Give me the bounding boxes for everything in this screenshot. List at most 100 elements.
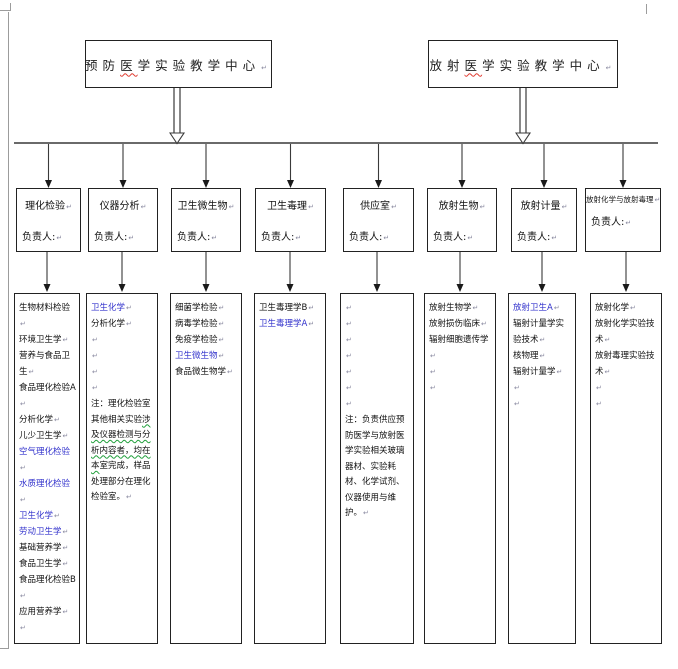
note-text: 注：理化检验室其他相关实验涉及仪器检测与分析内容者，均在本室完成，样品处理部分在… (91, 397, 154, 506)
paragraph-mark: ↵ (62, 336, 69, 344)
paragraph-mark: ↵ (553, 304, 560, 312)
paragraph-mark: ↵ (514, 384, 520, 392)
course-item-text: 食品微生物学 (175, 367, 227, 377)
paragraph-mark: ↵ (308, 304, 315, 312)
dept-box-4: 卫生毒理↵ 负责人:↵ (255, 188, 326, 252)
course-item: 生物材料检验↵ (19, 300, 76, 332)
paragraph-mark: ↵ (62, 432, 69, 440)
paragraph-mark: ↵ (391, 203, 397, 211)
manager-text: 负责人: (433, 232, 467, 243)
course-item: ↵ (91, 332, 154, 348)
dept-title-text: 供应室 (360, 201, 391, 212)
paragraph-mark: ↵ (605, 63, 617, 72)
dept-title: 理化检验↵ (17, 197, 80, 212)
course-item: 食品理化检验A↵ (19, 380, 76, 412)
paragraph-mark: ↵ (228, 203, 235, 211)
dept-title: 卫生毒理↵ (256, 197, 325, 212)
course-item-text: 放射化学 (595, 303, 630, 313)
course-item-text: 细菌学检验 (175, 303, 218, 313)
manager-text: 负责人: (22, 232, 56, 243)
org-box-title: 预防医学实验教学中心↵ (85, 57, 272, 73)
dept-box-2: 仪器分析↵负责人:↵ (88, 188, 158, 252)
manager-label: 负责人:↵ (94, 228, 134, 243)
dept-title: 供应室↵ (344, 197, 413, 212)
course-list-box-4: 卫生毒理学B↵卫生毒理学A↵ (254, 293, 326, 644)
note-segment: 注：理化检验室其他相关实验 (91, 399, 151, 425)
paragraph-mark: ↵ (630, 304, 636, 312)
paragraph-mark: ↵ (62, 544, 69, 552)
manager-label: 负责人:↵ (591, 213, 660, 228)
course-list-box-1: 生物材料检验↵环境卫生学↵营养与食品卫生↵食品理化检验A↵分析化学↵儿少卫生学↵… (14, 293, 80, 644)
course-item-text: 儿少卫生学 (19, 431, 62, 441)
page-boundary-mark (0, 10, 11, 11)
course-item: ↵ (345, 396, 410, 412)
manager-text: 负责人: (94, 232, 128, 243)
course-item-text: 分析化学 (91, 319, 126, 329)
course-item-text: 卫生微生物 (175, 351, 218, 361)
dept-title-text: 放射计量 (520, 201, 561, 212)
page-boundary-line (8, 12, 9, 648)
course-item-text: 营养与食品卫生 (19, 351, 71, 377)
paragraph-mark: ↵ (346, 304, 352, 312)
course-item: 核物理↵ (513, 348, 572, 364)
course-item-text: 核物理 (513, 351, 539, 361)
paragraph-mark: ↵ (308, 203, 314, 211)
course-item: ↵ (513, 396, 572, 412)
course-item-text: 卫生化学 (19, 511, 54, 521)
paragraph-mark: ↵ (556, 368, 563, 376)
manager-label: 负责人:↵ (517, 228, 557, 243)
paragraph-mark: ↵ (604, 336, 611, 344)
manager-label: 负责人:↵ (22, 228, 62, 243)
paragraph-mark: ↵ (66, 203, 72, 211)
paragraph-mark: ↵ (20, 624, 26, 632)
course-list-box-6: 放射生物学↵放射损伤临床↵辐射细胞遗传学↵↵↵ (424, 293, 496, 644)
note-segment: 注：负责供应预防医学与放射医学实验相关玻璃器材、实验耗材、化学试剂、仪器使用与维… (345, 415, 405, 518)
paragraph-mark: ↵ (479, 203, 486, 211)
course-list-box-3: 细菌学检验↵病毒学检验↵免疫学检验↵卫生微生物↵食品微生物学↵ (170, 293, 242, 644)
dept-box-3: 卫生微生物↵ 负责人: ↵ (171, 188, 241, 252)
paragraph-mark: ↵ (346, 320, 352, 328)
course-item: 环境卫生学↵ (19, 332, 76, 348)
course-item: 食品理化检验B↵ (19, 572, 76, 604)
course-item-text: 食品理化检验B (19, 575, 76, 585)
course-item: 水质理化检验↵ (19, 476, 76, 508)
manager-text: 负责人: (177, 232, 211, 243)
paragraph-mark: ↵ (218, 304, 225, 312)
course-item-text: 放射卫生A (513, 303, 553, 313)
paragraph-mark: ↵ (596, 400, 602, 408)
paragraph-mark: ↵ (92, 384, 98, 392)
dept-title: 放射计量↵ (512, 197, 576, 212)
note-segment: 室完成，样品处理部分在理化检验室。 (91, 461, 151, 502)
paragraph-mark: ↵ (596, 384, 602, 392)
paragraph-mark: ↵ (92, 336, 98, 344)
paragraph-mark: ↵ (140, 203, 147, 211)
course-item-text: 放射生物学 (429, 303, 472, 313)
org-box-preventive-medicine-center: 预防医学实验教学中心↵ (85, 40, 272, 88)
course-item: 空气理化检验↵ (19, 444, 76, 476)
course-item: 分析化学↵ (91, 316, 154, 332)
course-item: 食品卫生学↵ (19, 556, 76, 572)
manager-text: 负责人: (349, 232, 383, 243)
paragraph-mark: ↵ (430, 384, 436, 392)
paragraph-mark: ↵ (261, 63, 272, 72)
paragraph-mark: ↵ (346, 400, 352, 408)
course-item-text: 基础营养学 (19, 543, 62, 553)
course-item-text: 水质理化检验 (19, 479, 71, 489)
paragraph-mark: ↵ (467, 234, 474, 242)
course-list-box-7: 放射卫生A↵辐射计量学实验技术↵核物理↵辐射计量学↵↵↵ (508, 293, 576, 644)
course-item: 卫生化学↵ (19, 508, 76, 524)
note-text: 注：负责供应预防医学与放射医学实验相关玻璃器材、实验耗材、化学试剂、仪器使用与维… (345, 413, 410, 522)
course-item-text: 卫生化学 (91, 303, 126, 313)
dept-box-8: 放射化学与放射毒理↵负责人:↵ (585, 188, 661, 252)
paragraph-mark: ↵ (551, 234, 558, 242)
manager-label: 负责人:↵ (261, 228, 301, 243)
course-item: ↵ (595, 396, 658, 412)
dept-title: 卫生微生物↵ (172, 197, 240, 212)
page-boundary-mark (646, 4, 647, 14)
course-item: ↵ (91, 380, 154, 396)
course-item: 卫生微生物↵ (175, 348, 238, 364)
course-item: ↵ (91, 364, 154, 380)
paragraph-mark: ↵ (20, 320, 26, 328)
paragraph-mark: ↵ (126, 320, 132, 328)
